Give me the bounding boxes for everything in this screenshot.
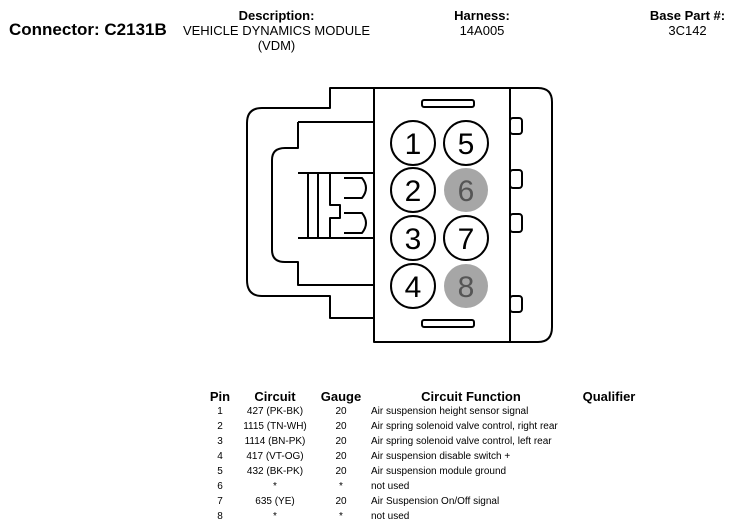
pin-circle — [390, 167, 436, 213]
table-row: 7 635 (YE) 20 Air Suspension On/Off signal — [205, 494, 643, 509]
table-header-row: Pin Circuit Gauge Circuit Function Quali… — [205, 388, 643, 404]
pin-cavity-5: 5 — [443, 120, 489, 166]
pin-circle — [390, 120, 436, 166]
harness-block: Harness: 14A005 — [432, 8, 532, 38]
pin-cell: 3 — [217, 436, 223, 447]
pin-number: 5 — [458, 128, 475, 161]
pin-cell: 4 — [217, 451, 223, 462]
pin-cell: 7 — [217, 496, 223, 507]
pin-cavity-3: 3 — [390, 215, 436, 261]
connector-face — [373, 87, 511, 343]
pin-circle — [390, 215, 436, 261]
pin-number: 8 — [458, 271, 475, 304]
qualifier-cell — [575, 404, 643, 419]
qualifier-cell — [575, 464, 643, 479]
function-cell: Air spring solenoid valve control, left … — [371, 436, 552, 447]
description-label: Description: — [238, 8, 315, 23]
pin-cavity-1: 1 — [390, 120, 436, 166]
col-header-qualifier: Qualifier — [582, 388, 636, 404]
gauge-cell: 20 — [335, 421, 347, 432]
pin-number: 7 — [458, 223, 475, 256]
pin-circle — [444, 264, 488, 308]
circuit-cell: 427 (PK-BK) — [246, 406, 304, 417]
function-cell: Air suspension height sensor signal — [371, 406, 529, 417]
pin-cavities: 1 5 2 6 3 7 4 8 — [390, 120, 489, 309]
connector-face-diagram: 1 5 2 6 3 7 4 8 — [246, 87, 553, 343]
base-part-label: Base Part #: — [649, 8, 726, 23]
description-line-2: (VDM) — [257, 38, 296, 53]
circuit-cell: 635 (YE) — [255, 496, 295, 507]
circuit-cell: * — [273, 481, 277, 492]
circuit-cell: 432 (BK-PK) — [246, 466, 304, 477]
pin-circle — [443, 120, 489, 166]
table-row: 4 417 (VT-OG) 20 Air suspension disable swi… — [205, 449, 643, 464]
pin-cavity-6: 6 — [444, 168, 488, 212]
gauge-cell: 20 — [335, 466, 347, 477]
pin-number: 3 — [405, 223, 422, 256]
circuit-cell: 1115 (TN-WH) — [243, 421, 307, 432]
function-cell: Air suspension disable switch + — [371, 451, 511, 462]
pin-cell: 1 — [217, 406, 223, 417]
pin-circle — [444, 168, 488, 212]
pin-cavity-2: 2 — [390, 167, 436, 213]
description-block: Description: VEHICLE DYNAMICS MODULE (VD… — [180, 8, 373, 53]
pin-cell: 6 — [217, 481, 223, 492]
table-row: 3 1114 (BN-PK) 20 Air spring solenoid valve… — [205, 434, 643, 449]
col-header-function: Circuit Function — [421, 388, 521, 404]
connector-left-housing — [246, 87, 375, 319]
pin-cavity-8: 8 — [444, 264, 488, 308]
key-slot-bottom — [421, 319, 475, 328]
gauge-cell: * — [339, 511, 343, 522]
gauge-cell: * — [339, 481, 343, 492]
harness-value: 14A005 — [459, 23, 505, 38]
harness-label: Harness: — [454, 8, 510, 23]
connector-latch-outline — [271, 122, 374, 286]
circuit-cell: * — [273, 511, 277, 522]
qualifier-cell — [575, 449, 643, 464]
gauge-cell: 20 — [335, 451, 347, 462]
gauge-cell: 20 — [335, 496, 347, 507]
key-slot-top — [421, 99, 475, 108]
pin-number: 1 — [405, 128, 422, 161]
base-part-value: 3C142 — [668, 23, 707, 38]
pin-number: 2 — [405, 175, 422, 208]
connector-right-ridge — [510, 87, 553, 343]
function-cell: Air Suspension On/Off signal — [371, 496, 500, 507]
qualifier-cell — [575, 509, 643, 524]
function-cell: not used — [371, 481, 410, 492]
circuit-cell: 417 (VT-OG) — [246, 451, 304, 462]
pin-circle — [390, 263, 436, 309]
function-cell: not used — [371, 511, 410, 522]
table-row: 6 * * not used — [205, 479, 643, 494]
qualifier-cell — [575, 479, 643, 494]
pin-cell: 2 — [217, 421, 223, 432]
base-part-block: Base Part #: 3C142 — [640, 8, 734, 38]
pin-cell: 5 — [217, 466, 223, 477]
pin-number: 4 — [405, 271, 422, 304]
col-header-pin: Pin — [209, 388, 231, 404]
connector-title: Connector: C2131B — [9, 20, 167, 39]
table-row: 8 * * not used — [205, 509, 643, 524]
function-cell: Air suspension module ground — [371, 466, 507, 477]
pin-cavity-7: 7 — [443, 215, 489, 261]
qualifier-cell — [575, 419, 643, 434]
table-row: 2 1115 (TN-WH) 20 Air spring solenoid valve… — [205, 419, 643, 434]
qualifier-cell — [575, 494, 643, 509]
description-line-1: VEHICLE DYNAMICS MODULE — [182, 23, 371, 38]
pin-cavity-4: 4 — [390, 263, 436, 309]
gauge-cell: 20 — [335, 436, 347, 447]
circuit-cell: 1114 (BN-PK) — [244, 436, 306, 447]
table-row: 5 432 (BK-PK) 20 Air suspension module grou… — [205, 464, 643, 479]
pin-circle — [443, 215, 489, 261]
pinout-table: Pin Circuit Gauge Circuit Function Quali… — [205, 388, 643, 524]
table-row: 1 427 (PK-BK) 20 Air suspension height sens… — [205, 404, 643, 419]
col-header-gauge: Gauge — [320, 388, 362, 404]
col-header-circuit: Circuit — [254, 388, 296, 404]
qualifier-cell — [575, 434, 643, 449]
pin-number: 6 — [458, 175, 475, 208]
gauge-cell: 20 — [335, 406, 347, 417]
function-cell: Air spring solenoid valve control, right… — [371, 421, 558, 432]
pin-cell: 8 — [217, 511, 223, 522]
